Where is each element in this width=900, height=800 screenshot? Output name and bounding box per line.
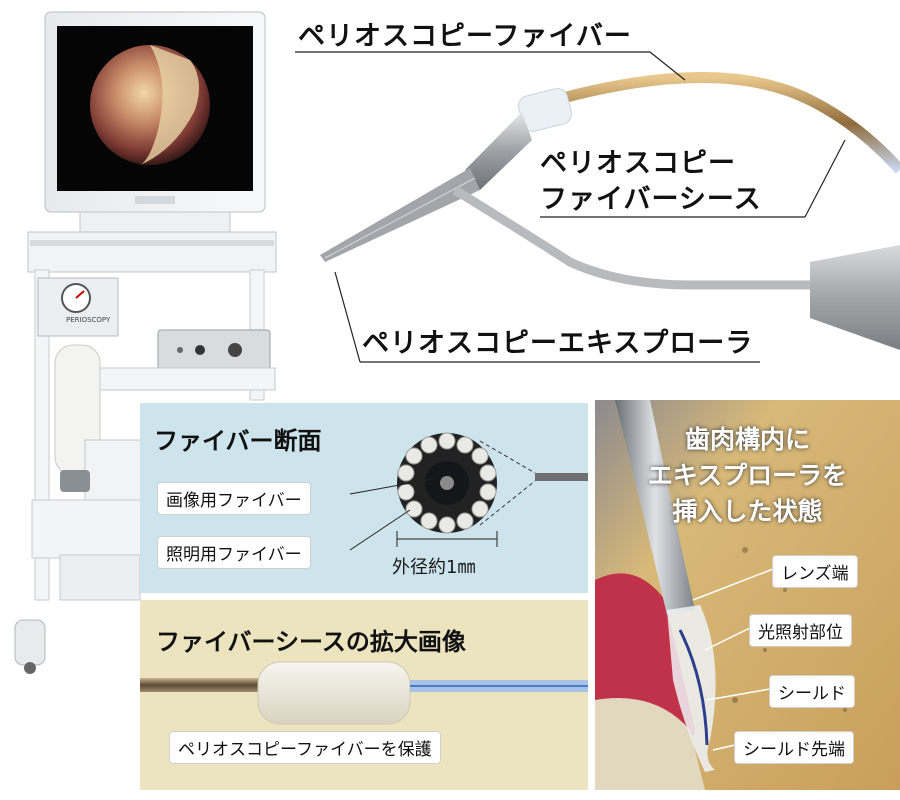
lens-end-label: レンズ端 (773, 556, 857, 587)
label-periscopy-fiber: ペリオスコピーファイバー (298, 21, 632, 52)
label-fiber-sheath-line1: ペリオスコピー (540, 148, 736, 179)
sheath-zoom-title: ファイバーシースの拡大画像 (156, 628, 466, 656)
outer-diameter-label: 外径約1㎜ (392, 557, 476, 578)
gum-insertion-panel: 歯肉構内に エキスプローラを 挿入した状態 レンズ端 光照射部位 シールド シー… (595, 400, 900, 790)
gum-panel-title-line1: 歯肉構内に (684, 425, 810, 454)
label-fiber-sheath-line2: ファイバーシース (540, 184, 762, 215)
label-periscopy-explorer: ペリオスコピーエキスプローラ (362, 328, 754, 359)
explorer-instrument-image (290, 0, 900, 400)
fiber-sheath-zoom-panel: ファイバーシースの拡大画像 ペリオスコピーファイバーを保護 (140, 600, 588, 790)
shield-label: シールド (770, 676, 854, 707)
cross-section-title: ファイバー断面 (154, 427, 322, 455)
light-area-label: 光照射部位 (750, 615, 851, 646)
gum-panel-title-line2: エキスプローラを (647, 461, 848, 490)
gum-panel-title-line3: 挿入した状態 (672, 497, 823, 526)
light-fiber-label: 照明用ファイバー (158, 537, 310, 568)
fiber-cross-section-panel: ファイバー断面 画像用ファイバー 照明用ファイバー 外径約1㎜ (140, 403, 588, 593)
device-brand-label: PERIOSCOPY (66, 316, 111, 324)
sheath-protects-caption: ペリオスコピーファイバーを保護 (170, 732, 440, 763)
shield-tip-label: シールド先端 (735, 732, 853, 763)
image-fiber-label: 画像用ファイバー (158, 483, 310, 514)
endoscope-cart-image: PERIOSCOPY (0, 0, 290, 800)
